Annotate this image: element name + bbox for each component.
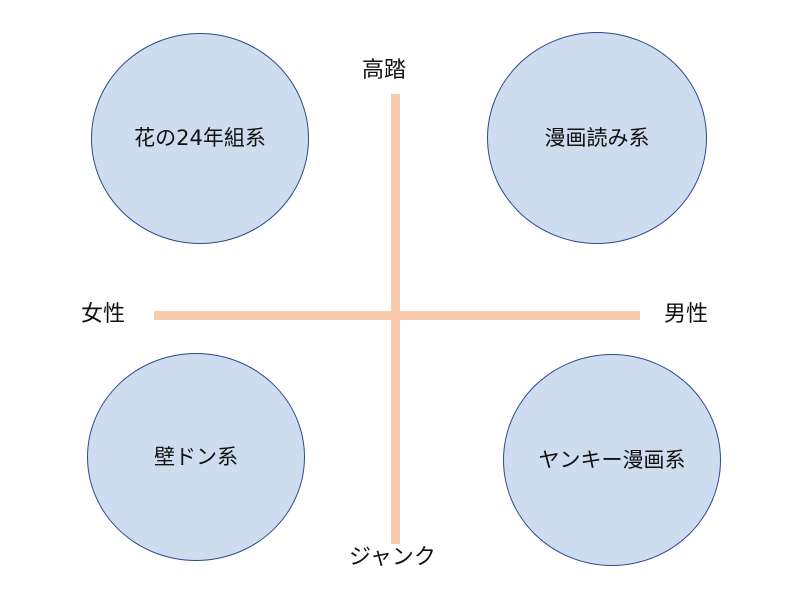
axis-label-right: 男性 <box>664 302 709 327</box>
bubble-label-bottom-left: 壁ドン系 <box>154 444 238 469</box>
bubble-top-right: 漫画読み系 <box>487 32 707 244</box>
axis-label-left: 女性 <box>81 302 126 327</box>
horizontal-axis <box>154 311 640 320</box>
bubble-label-top-left: 花の24年組系 <box>134 126 266 150</box>
axis-label-bottom: ジャンク <box>349 545 436 570</box>
bubble-bottom-left: 壁ドン系 <box>87 353 305 561</box>
bubble-label-bottom-right: ヤンキー漫画系 <box>538 447 686 472</box>
bubble-top-left: 花の24年組系 <box>91 33 309 244</box>
axis-label-top: 高踏 <box>362 58 407 83</box>
bubble-bottom-right: ヤンキー漫画系 <box>503 354 721 566</box>
bubble-label-top-right: 漫画読み系 <box>544 125 650 150</box>
